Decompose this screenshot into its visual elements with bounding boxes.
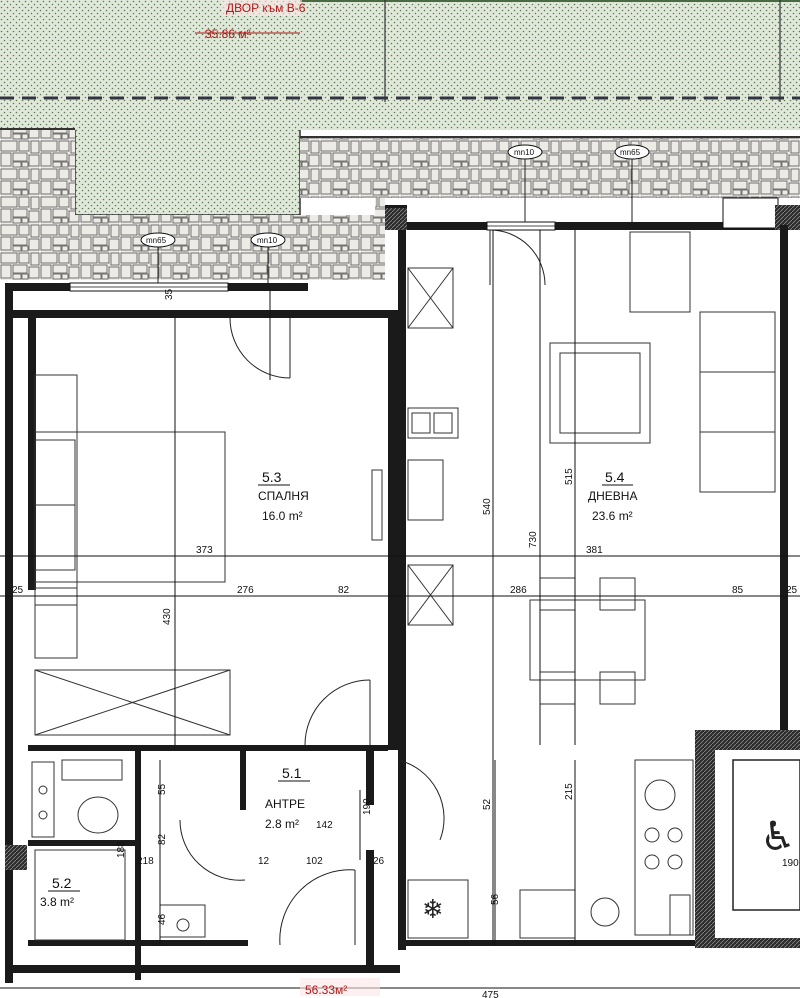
total-area-group: 56.33м² — [300, 978, 380, 997]
dim-small-12: 12 — [258, 856, 270, 867]
dim-corridor-52: 52 — [482, 798, 493, 810]
dim-bottom-475: 475 — [482, 990, 499, 998]
dim-82: 82 — [338, 585, 350, 596]
dimension-texts: 373 381 276 82 286 85 25 25 430 540 515 … — [12, 288, 798, 998]
dim-left-25: 25 — [12, 585, 24, 596]
total-area: 56.33м² — [305, 983, 347, 997]
yard-area — [0, 0, 800, 216]
bedroom-furniture — [34, 374, 383, 736]
room-number-entrance: 5.1 — [282, 765, 302, 781]
dimension-lines — [0, 230, 800, 989]
terrace-paving — [0, 128, 800, 280]
dim-bedroom-width: 373 — [196, 545, 213, 556]
room-number-living: 5.4 — [605, 469, 625, 485]
svg-text:❄: ❄ — [422, 895, 444, 925]
windows — [69, 221, 556, 292]
wheelchair-icon: ♿ — [760, 814, 796, 860]
doors — [179, 229, 546, 946]
room-bedroom-label: 5.3 СПАЛНЯ 16.0 m² — [258, 469, 309, 523]
dim-bath-218: 218 — [137, 856, 154, 867]
dim-right-190: 190 — [782, 858, 799, 869]
dim-entrance-102: 102 — [306, 856, 323, 867]
room-number-bath: 5.2 — [52, 875, 72, 891]
kitchen-lower: ❄ — [407, 759, 694, 939]
room-bath-label: 5.2 3.8 m² — [40, 875, 80, 909]
dim-living-width: 381 — [586, 545, 603, 556]
dim-bath-82: 82 — [157, 833, 168, 845]
window-tag-2: mn10 — [257, 236, 278, 245]
yard-label-group: ДВОР към В-6 35.86 м² — [195, 0, 306, 41]
bath-fixtures — [31, 759, 206, 941]
room-name-bedroom: СПАЛНЯ — [258, 489, 309, 503]
kitchen-strip — [407, 267, 459, 626]
dim-small-26: 26 — [373, 856, 385, 867]
room-name-living: ДНЕВНА — [588, 489, 637, 503]
dim-bath-188: 188 — [116, 841, 127, 858]
window-tag-1: mn65 — [146, 236, 167, 245]
room-area-living: 23.6 m² — [592, 509, 633, 523]
dim-small-35: 35 — [164, 288, 175, 300]
dim-286: 286 — [510, 585, 527, 596]
dim-bath-46: 46 — [157, 913, 168, 925]
room-number-bedroom: 5.3 — [262, 469, 282, 485]
room-area-entrance: 2.8 m² — [265, 817, 299, 831]
room-name-entrance: АНТРЕ — [265, 797, 305, 811]
room-area-bedroom: 16.0 m² — [262, 509, 303, 523]
dim-entrance-190: 190 — [362, 798, 373, 815]
yard-area-value: 35.86 м² — [205, 27, 251, 41]
room-entrance-label: 5.1 АНТРЕ 2.8 m² 142 — [265, 765, 333, 831]
room-area-bath: 3.8 m² — [40, 895, 74, 909]
walls — [5, 197, 800, 983]
room-living-label: 5.4 ДНЕВНА 23.6 m² — [588, 469, 637, 523]
yard-label: ДВОР към В-6 — [226, 1, 306, 15]
dim-small-56: 56 — [490, 893, 501, 905]
dim-bath-55: 55 — [157, 783, 168, 795]
window-tag-4: mn65 — [620, 148, 641, 157]
dim-corridor-215: 215 — [564, 783, 575, 800]
dim-living-540: 540 — [482, 498, 493, 515]
dim-entrance-142: 142 — [316, 820, 333, 831]
dim-276: 276 — [237, 585, 254, 596]
window-tag-3: mn10 — [514, 148, 535, 157]
dim-85: 85 — [732, 585, 744, 596]
dim-living-515: 515 — [564, 468, 575, 485]
living-furniture — [529, 231, 776, 705]
accessible-area: ♿ 190 — [760, 814, 799, 869]
window-tags: mn65 mn10 mn10 mn65 — [140, 144, 650, 283]
dim-living-730: 730 — [528, 531, 539, 548]
dim-bedroom-height: 430 — [162, 608, 173, 625]
dim-right-25: 25 — [786, 585, 798, 596]
